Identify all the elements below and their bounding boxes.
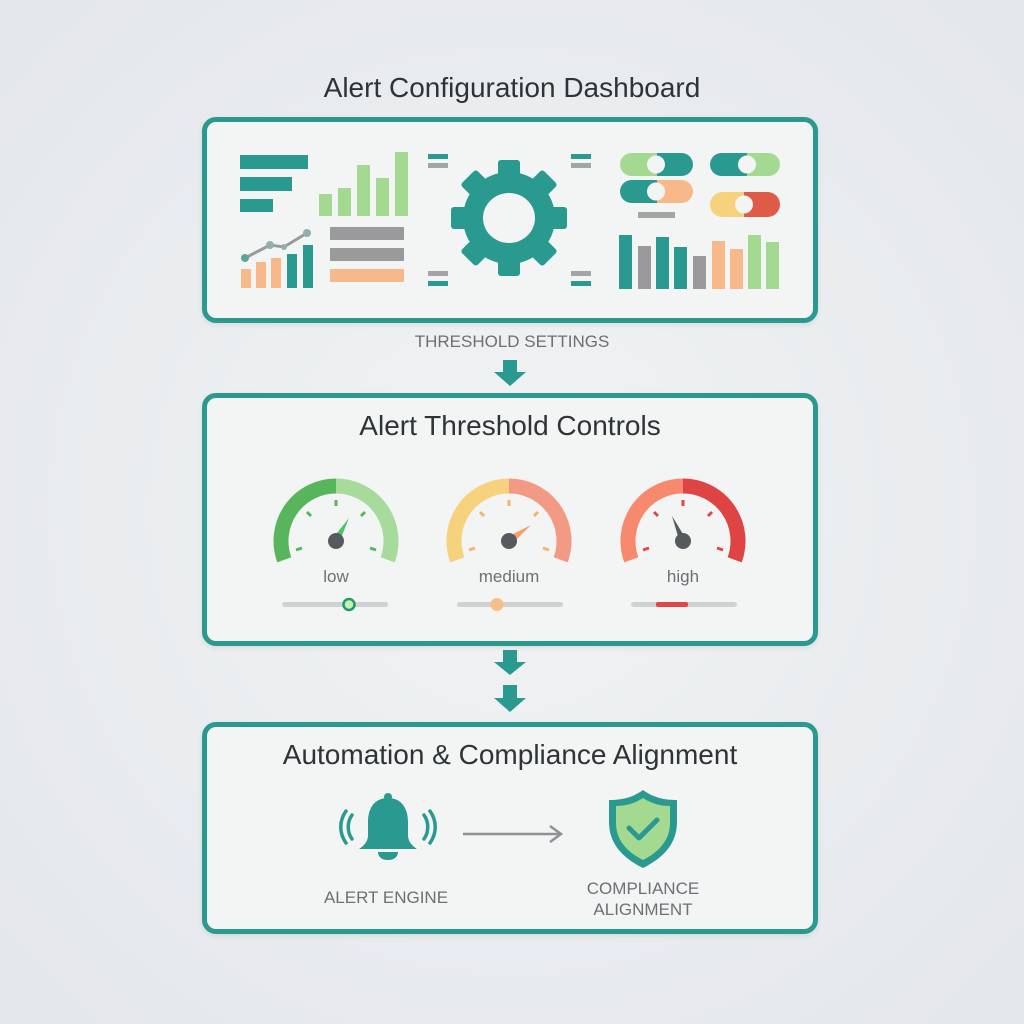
flow-arrow-1 [494,360,526,386]
gauge-label-medium: medium [478,567,540,586]
compliance-label-line2: ALIGNMENT [593,900,693,919]
threshold-panel-title: Alert Threshold Controls [359,410,661,441]
page-title: Alert Configuration Dashboard [323,72,701,103]
compliance-label-line1: COMPLIANCE [586,879,700,898]
threshold-controls-panel: Alert Threshold Controls [202,393,818,646]
automation-panel: Automation & Compliance Alignment [202,722,818,934]
gauge-label-low: low [323,567,349,586]
gauge-label-high: high [666,567,700,586]
flow-arrow-3 [494,685,526,712]
threshold-settings-label: THRESHOLD SETTINGS [414,332,610,351]
flow-arrow-2 [494,650,526,675]
dashboard-panel [202,117,818,323]
alert-engine-label: ALERT ENGINE [323,888,449,907]
automation-panel-title: Automation & Compliance Alignment [282,739,738,770]
